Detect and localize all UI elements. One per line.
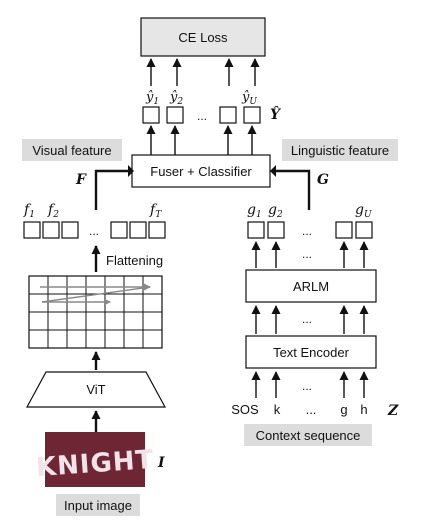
ce-loss-box xyxy=(140,17,266,57)
context-token-h: h xyxy=(360,402,367,417)
F-symbol: F xyxy=(75,172,87,188)
context-token-dots: ... xyxy=(306,402,317,417)
F-arrow xyxy=(94,169,128,210)
token-in-dots: ... xyxy=(302,379,312,393)
context-sequence-tag xyxy=(244,424,372,446)
arlm-label: ARLM xyxy=(293,279,329,294)
vit-label: ViT xyxy=(86,382,105,397)
ling-feature-boxes xyxy=(247,221,373,239)
loss-arrows xyxy=(146,58,260,86)
context-token-g: g xyxy=(340,402,347,417)
linguistic-feature-label: Linguistic feature xyxy=(291,143,389,158)
output-token-2: ŷ2 xyxy=(169,90,183,107)
text-encoder-label: Text Encoder xyxy=(273,345,350,360)
input-image-tag xyxy=(56,494,140,516)
input-image-label: Input image xyxy=(64,498,132,513)
arlm-out-dots: ... xyxy=(302,247,312,261)
vit-block xyxy=(25,371,167,408)
arlm-box xyxy=(245,269,377,303)
text-encoder-box xyxy=(245,335,377,369)
fuser-label: Fuser + Classifier xyxy=(150,164,252,179)
context-token-sos: SOS xyxy=(231,402,259,417)
visual-feature-label: Visual feature xyxy=(32,143,111,158)
ling-feature-gU: gU xyxy=(355,202,372,220)
I-symbol: I xyxy=(157,455,165,471)
linguistic-feature-tag xyxy=(282,139,398,161)
ce-loss-label: CE Loss xyxy=(178,30,228,45)
encoder-output-arrows xyxy=(251,305,369,334)
visual-feature-f1: f1 xyxy=(23,202,35,220)
patch-grid xyxy=(28,275,163,349)
input-image: KNIGHT xyxy=(35,432,155,487)
flattening-label: Flattening xyxy=(106,253,163,268)
output-boxes xyxy=(142,106,261,124)
output-token-1: ŷ1 xyxy=(145,90,159,107)
G-arrow xyxy=(276,169,311,210)
context-token-k: k xyxy=(274,402,281,417)
fuser-box xyxy=(131,154,271,188)
fuser-output-arrows xyxy=(146,125,257,155)
ling-feature-dots: ... xyxy=(302,224,312,238)
G-symbol: G xyxy=(317,172,329,188)
output-set-symbol: Ŷ xyxy=(270,105,282,123)
visual-feature-dots: ... xyxy=(89,224,99,238)
visual-feature-boxes xyxy=(23,221,166,239)
ling-feature-g2: g2 xyxy=(268,202,283,220)
encoder-out-dots: ... xyxy=(302,312,312,326)
output-token-u: ŷU xyxy=(241,90,257,107)
visual-feature-f2: f2 xyxy=(47,202,59,220)
visual-feature-fT: fT xyxy=(149,202,162,220)
context-sequence-label: Context sequence xyxy=(256,428,361,443)
ling-feature-g1: g1 xyxy=(247,202,262,220)
token-input-arrows xyxy=(251,371,369,398)
Z-symbol: Z xyxy=(387,403,399,419)
output-dots: ... xyxy=(197,109,207,123)
visual-feature-tag xyxy=(22,139,122,161)
arlm-output-arrows xyxy=(251,241,369,268)
